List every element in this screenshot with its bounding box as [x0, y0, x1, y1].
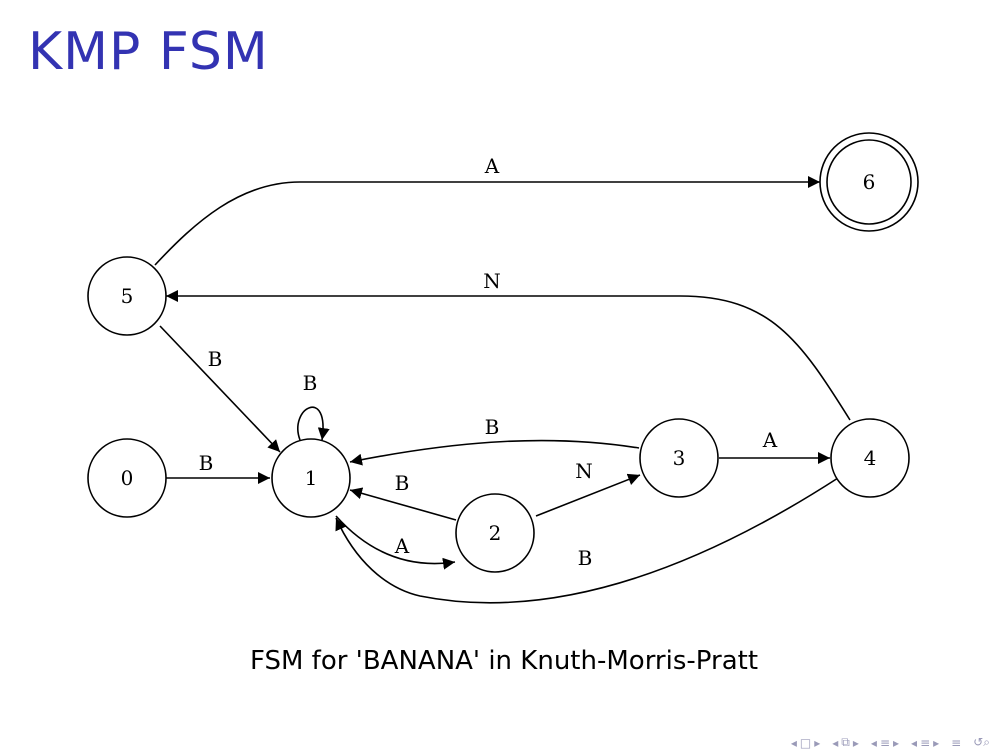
- state-3-label: 3: [673, 446, 686, 470]
- state-5: 5: [87, 256, 167, 336]
- edge-label-4-1: B: [578, 546, 593, 570]
- edge-3-1: [349, 439, 640, 466]
- beamer-navigation-bar: ◂ □ ▸ ◂ ⧉ ▸ ◂ ≡ ▸ ◂ ≡ ▸ ≡ ↺⌕: [791, 735, 990, 750]
- document-nav: ◂ ≡ ▸: [911, 736, 939, 750]
- nav-frame-icon[interactable]: □: [799, 735, 812, 750]
- edge-label-1-2: A: [394, 534, 410, 558]
- state-2: 2: [455, 493, 535, 573]
- edge-label-5-1: B: [208, 347, 223, 371]
- state-6-accepting: 6: [819, 132, 919, 232]
- state-3: 3: [639, 418, 719, 498]
- state-4: 4: [830, 418, 910, 498]
- nav-next-frame-icon[interactable]: ▸: [814, 735, 821, 750]
- state-1-label: 1: [305, 466, 318, 490]
- edge-5-1: [159, 325, 281, 453]
- edge-label-1-1: B: [303, 371, 318, 395]
- nav-next-subsection-icon[interactable]: ▸: [852, 735, 859, 750]
- nav-prev-section-icon[interactable]: ◂: [870, 735, 877, 750]
- slide-title: KMP FSM: [28, 22, 269, 82]
- edge-label-2-3: N: [575, 459, 593, 483]
- frame-nav: ◂ □ ▸: [791, 736, 820, 750]
- nav-subsection-icon[interactable]: ⧉: [841, 735, 850, 749]
- nav-prev-subsection-icon[interactable]: ◂: [832, 735, 839, 750]
- state-4-label: 4: [864, 446, 877, 470]
- state-1: 1: [271, 438, 351, 518]
- nav-section-icon[interactable]: ≡: [879, 735, 890, 750]
- fsm-diagram: B B A B N B A B N B A 0 1 2 3 4 5 6: [87, 132, 919, 604]
- nav-next-section-icon[interactable]: ▸: [893, 735, 900, 750]
- edge-2-3: [535, 473, 641, 517]
- nav-document-icon[interactable]: ≡: [920, 735, 931, 750]
- figure-caption: FSM for 'BANANA' in Knuth-Morris-Pratt: [249, 646, 759, 676]
- edge-label-2-1: B: [395, 471, 410, 495]
- edge-5-6: [154, 176, 820, 266]
- nav-next-document-icon[interactable]: ▸: [933, 735, 940, 750]
- state-0-label: 0: [121, 466, 134, 490]
- state-2-label: 2: [489, 521, 502, 545]
- nav-search-icon[interactable]: ↺⌕: [973, 735, 990, 749]
- section-nav: ◂ ≡ ▸: [871, 736, 899, 750]
- edge-1-1-loop: [297, 406, 330, 441]
- nav-prev-document-icon[interactable]: ◂: [911, 735, 918, 750]
- edge-4-1: [335, 477, 839, 604]
- state-0: 0: [87, 438, 167, 518]
- state-6-label: 6: [863, 170, 876, 194]
- nav-prev-frame-icon[interactable]: ◂: [790, 735, 797, 750]
- edge-label-4-5: N: [483, 269, 501, 293]
- edge-label-5-6: A: [484, 154, 500, 178]
- edge-2-1: [349, 487, 457, 521]
- edge-label-3-1: B: [485, 415, 500, 439]
- subsection-nav: ◂ ⧉ ▸: [832, 735, 859, 750]
- edge-label-0-1: B: [199, 451, 214, 475]
- nav-align-icon[interactable]: ≡: [951, 735, 962, 750]
- state-5-label: 5: [121, 284, 134, 308]
- edge-label-3-4: A: [762, 428, 778, 452]
- edge-4-5: [166, 290, 851, 421]
